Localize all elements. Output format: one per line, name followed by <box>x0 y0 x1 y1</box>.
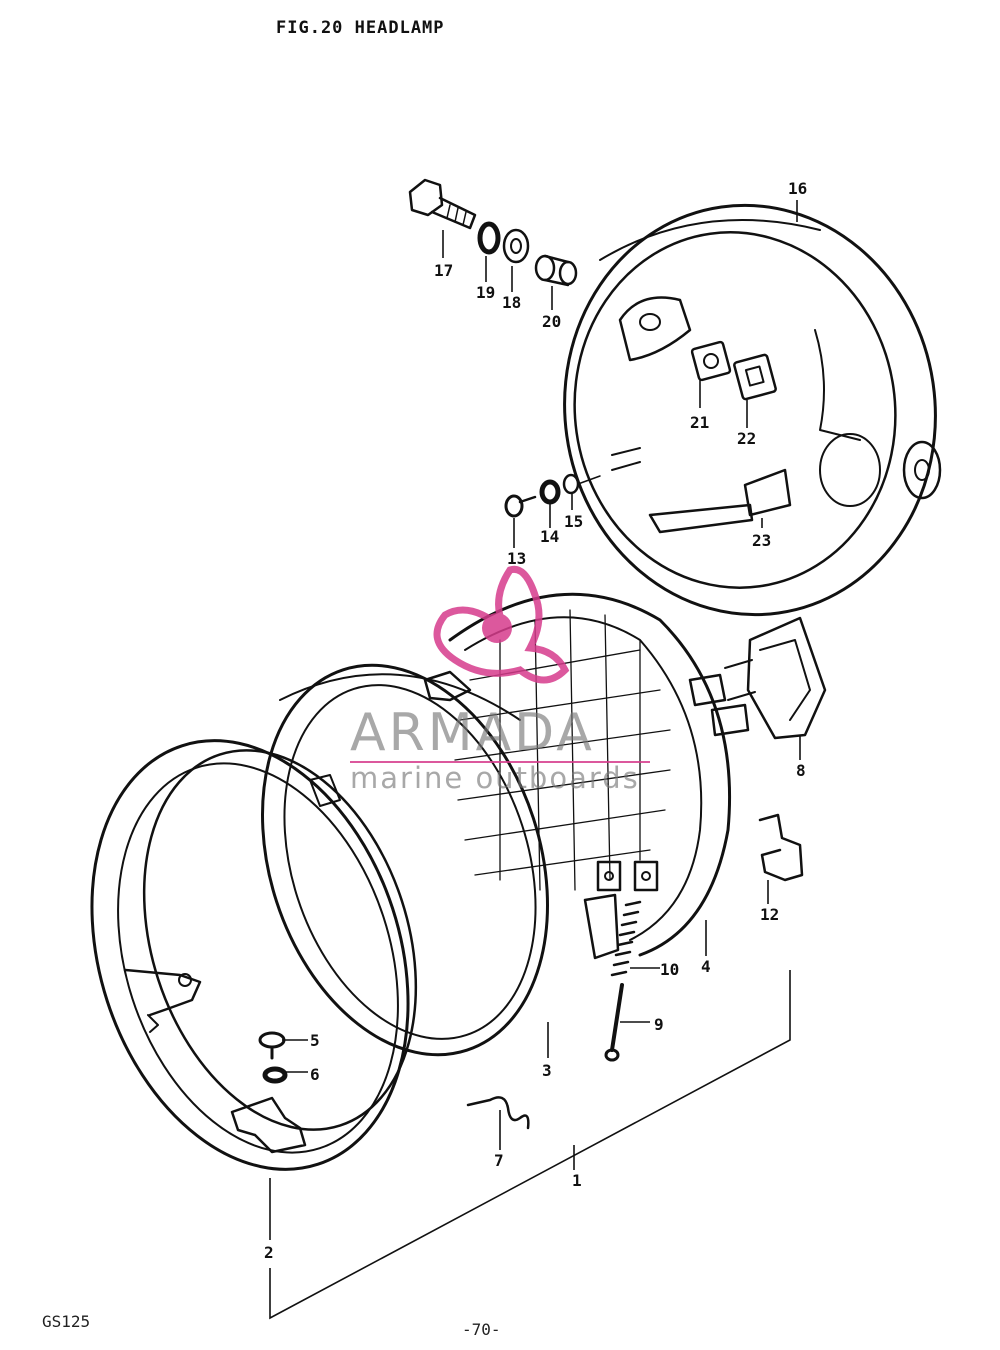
callout-1: 1 <box>572 1171 582 1190</box>
callout-14: 14 <box>540 527 559 546</box>
callout-12: 12 <box>760 905 779 924</box>
part-5-screw <box>258 1031 286 1060</box>
part-13-screw <box>504 494 537 518</box>
part-7-spring-clip <box>466 1096 530 1130</box>
part-9-adjust-screw <box>604 983 624 1062</box>
part-12-clip <box>758 813 804 882</box>
part-3-rim <box>261 663 620 1057</box>
watermark-brand: ARMADA <box>350 703 595 763</box>
part-19-lock-washer <box>477 221 501 255</box>
figure-title: FIG.20 HEADLAMP <box>276 18 445 38</box>
callout-15: 15 <box>564 512 583 531</box>
part-6-nut <box>262 1066 288 1084</box>
callout-20: 20 <box>542 312 561 331</box>
callout-19: 19 <box>476 283 495 302</box>
part-18-washer <box>502 228 530 264</box>
watermark-logo <box>433 565 570 684</box>
part-2-outer-rim <box>90 739 418 1171</box>
part-14-washer <box>539 479 561 505</box>
part-8-socket <box>724 616 827 740</box>
callout-22: 22 <box>737 429 756 448</box>
part-20-collar <box>534 254 578 287</box>
callout-2: 2 <box>264 1243 274 1262</box>
callout-23: 23 <box>752 531 771 550</box>
callout-13: 13 <box>507 549 526 568</box>
part-4-sealed-beam <box>448 592 750 957</box>
part-10-spring <box>610 900 642 977</box>
callout-labels: 1 2 3 4 5 6 7 8 9 10 12 13 14 15 16 17 1… <box>264 179 807 1262</box>
callout-5: 5 <box>310 1031 320 1050</box>
page-number: -70- <box>462 1320 501 1339</box>
part-15-washer <box>562 473 601 495</box>
callout-4: 4 <box>701 957 711 976</box>
callout-9: 9 <box>654 1015 664 1034</box>
watermark: ARMADA marine outboards <box>350 565 650 795</box>
callout-10: 10 <box>660 960 679 979</box>
callout-7: 7 <box>494 1151 504 1170</box>
leader-lines <box>269 200 801 1320</box>
callout-18: 18 <box>502 293 521 312</box>
callout-17: 17 <box>434 261 453 280</box>
watermark-tagline: marine outboards <box>350 761 640 795</box>
model-code: GS125 <box>42 1312 91 1331</box>
part-16-housing <box>563 203 942 617</box>
callout-6: 6 <box>310 1065 320 1084</box>
callout-3: 3 <box>542 1061 552 1080</box>
callout-8: 8 <box>796 761 806 780</box>
callout-16: 16 <box>788 179 807 198</box>
part-17-bolt <box>408 178 477 230</box>
callout-21: 21 <box>690 413 709 432</box>
